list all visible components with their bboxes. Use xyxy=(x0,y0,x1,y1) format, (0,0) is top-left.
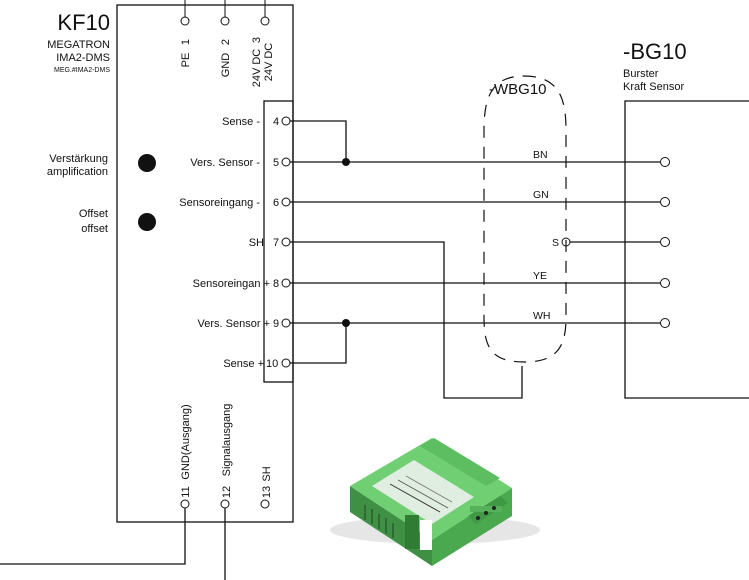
bottom-pins: GND(Ausgang) 11 Signalausgang 12 SH 13 xyxy=(0,404,273,580)
terminal-4-num: 4 xyxy=(273,116,279,128)
terminal-7-label: SH xyxy=(249,237,264,249)
pin-11-label: GND(Ausgang) xyxy=(180,404,192,479)
wire-label-gn: GN xyxy=(533,189,549,201)
sensor-node-wh xyxy=(660,318,670,328)
sensor-node-s xyxy=(660,237,670,247)
wire-label-ye: YE xyxy=(533,270,547,282)
terminal-5-node xyxy=(281,157,291,167)
module-tag: KF10 xyxy=(57,10,110,35)
gain-label-en: amplification xyxy=(47,166,108,178)
sensor-box xyxy=(624,100,749,399)
pin-3-num: 3 xyxy=(251,37,263,43)
pin-13-terminal xyxy=(260,499,270,509)
terminal-7-node xyxy=(281,237,291,247)
gain-potentiometer xyxy=(138,154,156,172)
cable-shield-outline xyxy=(483,75,567,363)
pin-2-label: GND xyxy=(220,53,232,78)
terminal-8-node xyxy=(281,278,291,288)
pin-1-num: 1 xyxy=(180,39,192,45)
wire-label-wh: WH xyxy=(533,310,551,322)
terminal-9-label: Vers. Sensor + xyxy=(198,318,270,330)
module-model: IMA2-DMS xyxy=(56,52,110,64)
pin-1-label: PE xyxy=(180,53,192,68)
pin-3-label: 24V DC xyxy=(251,49,263,88)
sensor-type: Kraft Sensor xyxy=(623,81,684,93)
pin-2-terminal xyxy=(220,16,230,26)
offset-potentiometer xyxy=(138,213,156,231)
offset-label-de: Offset xyxy=(79,208,108,220)
module-maker: MEGATRON xyxy=(47,39,110,51)
terminal-6-label: Sensoreingang - xyxy=(179,197,260,209)
terminal-row-8: Sensoreingan + 8 xyxy=(193,278,291,290)
terminal-row-5: Vers. Sensor - 5 xyxy=(190,157,291,169)
pin-12-terminal xyxy=(220,499,230,509)
sensor-node-ye xyxy=(660,278,670,288)
pin-3-label-2: 24V DC xyxy=(263,43,275,82)
terminal-row-9: Vers. Sensor + 9 xyxy=(198,318,291,330)
terminal-10-label: Sense + xyxy=(223,358,264,370)
terminal-4-node xyxy=(281,116,291,126)
terminal-9-num: 9 xyxy=(273,318,279,330)
shield-wire xyxy=(290,241,523,399)
pin-2-num: 2 xyxy=(220,39,232,45)
terminal-5-label: Vers. Sensor - xyxy=(190,157,260,169)
sensor-tag: -BG10 xyxy=(623,39,687,64)
sensor-node-gn xyxy=(660,197,670,207)
pin-12-label: Signalausgang xyxy=(221,404,233,477)
sensor-node-bn xyxy=(660,157,670,167)
terminal-9-node xyxy=(281,318,291,328)
pin-12-num: 12 xyxy=(221,486,233,498)
terminal-8-label: Sensoreingan + xyxy=(193,278,270,290)
sense-plus-bridge xyxy=(290,323,347,364)
wire-label-s: S xyxy=(552,237,559,249)
wire-label-bn: BN xyxy=(533,149,548,161)
terminal-row-6: Sensoreingang - 6 xyxy=(179,197,291,209)
terminal-6-num: 6 xyxy=(273,197,279,209)
pin-3-terminal xyxy=(260,16,270,26)
terminal-5-num: 5 xyxy=(273,157,279,169)
sense-minus-bridge xyxy=(290,120,347,162)
terminal-row-10: Sense + 10 xyxy=(223,358,291,370)
terminal-4-label: Sense - xyxy=(222,116,260,128)
pin-1-terminal xyxy=(180,16,190,26)
terminal-10-node xyxy=(281,358,291,368)
cable-tag: -WBG10 xyxy=(489,81,547,98)
terminal-row-4: Sense - 4 xyxy=(222,116,291,128)
module-box xyxy=(116,4,294,523)
pin-11-num: 11 xyxy=(180,486,192,497)
pin-13-num: 13 xyxy=(261,486,273,498)
product-photo xyxy=(330,438,540,566)
module-order-code: MEG.#IMA2-DMS xyxy=(54,67,110,74)
terminal-6-node xyxy=(281,197,291,207)
offset-label-en: offset xyxy=(81,223,108,235)
sensor-maker: Burster xyxy=(623,68,659,80)
terminal-8-num: 8 xyxy=(273,278,279,290)
gain-label-de: Verstärkung xyxy=(49,153,108,165)
pin-13-label: SH xyxy=(261,466,273,481)
terminal-10-num: 10 xyxy=(266,358,278,370)
terminal-row-7: SH 7 xyxy=(249,237,291,249)
terminal-7-num: 7 xyxy=(273,237,279,249)
pin-11-terminal xyxy=(180,499,190,509)
pin-11-wire xyxy=(0,508,186,565)
top-pins: 1 PE 2 GND 3 24V DC 24V DC xyxy=(180,0,275,87)
